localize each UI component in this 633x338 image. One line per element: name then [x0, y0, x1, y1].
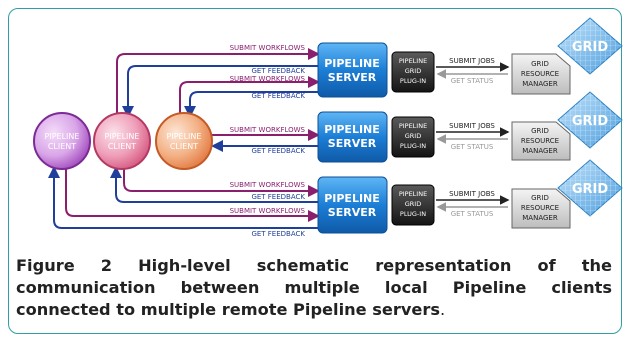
svg-text:GRID: GRID [572, 182, 609, 197]
svg-text:MANAGER: MANAGER [522, 80, 558, 88]
svg-text:SERVER: SERVER [328, 206, 377, 219]
svg-text:SUBMIT JOBS: SUBMIT JOBS [449, 122, 495, 130]
client-orange: PIPELINE CLIENT [155, 112, 213, 170]
svg-text:GRID: GRID [531, 60, 549, 68]
client-pink: PIPELINE CLIENT [93, 112, 151, 170]
svg-text:PIPELINE: PIPELINE [399, 57, 427, 65]
submit-path-purple-row3 [65, 166, 320, 222]
flow-label: SUBMIT WORKFLOWS [230, 181, 306, 189]
grid-resource-manager-1: GRID RESOURCE MANAGER [511, 53, 571, 95]
submit-path-pink-row1 [116, 48, 320, 118]
figure-frame [8, 8, 622, 334]
svg-text:GRID: GRID [405, 200, 421, 208]
svg-text:SERVER: SERVER [328, 137, 377, 150]
pipeline-server-1: PIPELINE SERVER [317, 42, 388, 98]
figure-caption: Figure 2 High-level schematic representa… [16, 255, 612, 321]
svg-text:GET STATUS: GET STATUS [451, 210, 494, 218]
svg-text:CLIENT: CLIENT [48, 142, 76, 151]
svg-text:PIPELINE: PIPELINE [105, 132, 140, 141]
flow-label: GET FEEDBACK [251, 67, 305, 75]
flow-label: GET FEEDBACK [251, 193, 305, 201]
svg-text:GRID: GRID [531, 194, 549, 202]
client-purple: PIPELINE CLIENT [33, 112, 91, 170]
svg-text:SUBMIT JOBS: SUBMIT JOBS [449, 57, 495, 65]
pipeline-server-2: PIPELINE SERVER [317, 111, 388, 163]
caption-period: . [440, 300, 446, 319]
submit-path-orange-row1 [179, 76, 320, 118]
svg-text:PIPELINE: PIPELINE [167, 132, 202, 141]
svg-text:GRID: GRID [572, 114, 609, 129]
grid-icon: GRID [557, 17, 623, 75]
svg-text:GRID: GRID [405, 67, 421, 75]
caption-text: High-level schematic representation of t… [16, 256, 612, 319]
grid-plugin-2: PIPELINE GRID PLUG-IN [391, 116, 435, 158]
grid-icon: GRID [557, 91, 623, 149]
svg-text:PIPELINE: PIPELINE [324, 192, 380, 205]
grid-plugin-1: PIPELINE GRID PLUG-IN [391, 51, 435, 93]
flow-label: SUBMIT WORKFLOWS [230, 207, 306, 215]
svg-text:PLUG-IN: PLUG-IN [400, 77, 426, 85]
flow-label: SUBMIT WORKFLOWS [230, 126, 306, 134]
feedback-path-pink-row3 [110, 166, 318, 203]
svg-text:CLIENT: CLIENT [108, 142, 136, 151]
svg-text:GRID: GRID [405, 132, 421, 140]
svg-text:GRID: GRID [531, 127, 549, 135]
svg-text:PIPELINE: PIPELINE [45, 132, 80, 141]
grid-resource-manager-2: GRID RESOURCE MANAGER [511, 121, 571, 161]
job-link-3: SUBMIT JOBS GET STATUS [436, 190, 510, 218]
svg-text:SUBMIT JOBS: SUBMIT JOBS [449, 190, 495, 198]
grid-plugin-3: PIPELINE GRID PLUG-IN [391, 184, 435, 226]
flow-label: GET FEEDBACK [251, 147, 305, 155]
pipeline-server-3: PIPELINE SERVER [317, 176, 388, 234]
flow-label: SUBMIT WORKFLOWS [230, 44, 306, 52]
svg-text:CLIENT: CLIENT [170, 142, 198, 151]
pipeline-diagram: SUBMIT WORKFLOWS GET FEEDBACK SUBMIT WOR… [33, 17, 623, 238]
svg-text:PLUG-IN: PLUG-IN [400, 210, 426, 218]
svg-text:PIPELINE: PIPELINE [399, 122, 427, 130]
svg-text:MANAGER: MANAGER [522, 214, 558, 222]
feedback-path-pink-row1 [122, 65, 318, 118]
svg-text:RESOURCE: RESOURCE [521, 137, 559, 145]
svg-text:MANAGER: MANAGER [522, 147, 558, 155]
flow-label: GET FEEDBACK [251, 230, 305, 238]
feedback-path-orange-row1 [184, 91, 318, 118]
grid-resource-manager-3: GRID RESOURCE MANAGER [511, 188, 571, 229]
svg-text:PIPELINE: PIPELINE [399, 190, 427, 198]
grid-icon: GRID [557, 159, 623, 217]
job-link-2: SUBMIT JOBS GET STATUS [436, 122, 510, 151]
svg-text:PIPELINE: PIPELINE [324, 123, 380, 136]
svg-text:PLUG-IN: PLUG-IN [400, 142, 426, 150]
figure-label: Figure 2 [16, 256, 113, 275]
svg-text:RESOURCE: RESOURCE [521, 70, 559, 78]
svg-text:RESOURCE: RESOURCE [521, 204, 559, 212]
feedback-path-purple-row3 [48, 166, 318, 229]
svg-text:GRID: GRID [572, 40, 609, 55]
svg-text:SERVER: SERVER [328, 71, 377, 84]
svg-text:GET STATUS: GET STATUS [451, 143, 494, 151]
svg-text:GET STATUS: GET STATUS [451, 77, 494, 85]
flow-label: GET FEEDBACK [251, 92, 305, 100]
job-link-1: SUBMIT JOBS GET STATUS [436, 57, 510, 85]
submit-path-pink-row3 [123, 166, 320, 197]
svg-text:PIPELINE: PIPELINE [324, 57, 380, 70]
flow-label: SUBMIT WORKFLOWS [230, 75, 306, 83]
